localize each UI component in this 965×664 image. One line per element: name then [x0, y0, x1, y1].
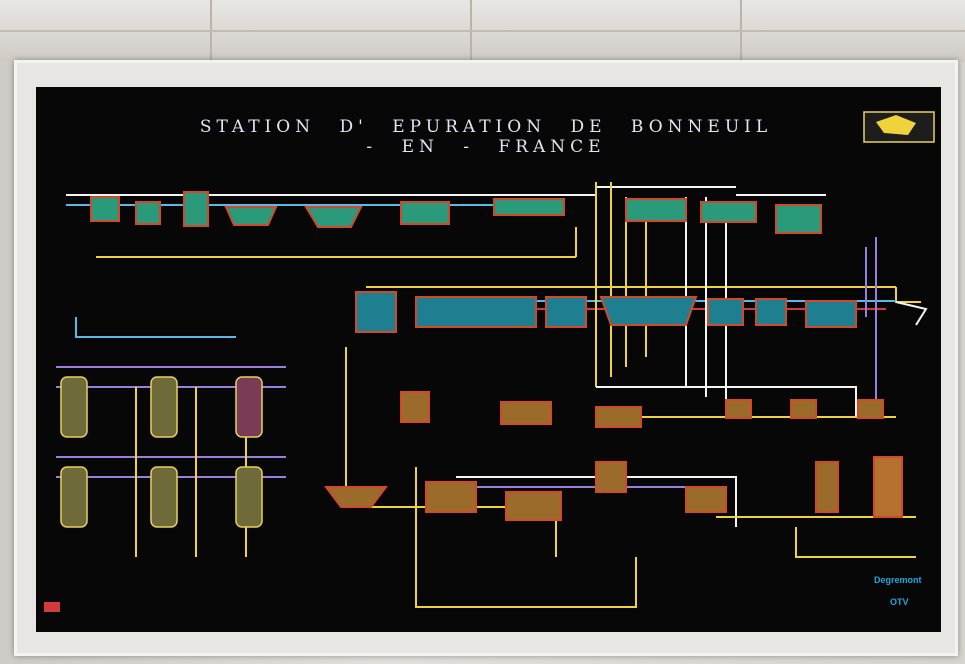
- scrubber-tower: [235, 466, 263, 528]
- left-blue-pipe: [75, 317, 236, 338]
- thickener: [324, 486, 388, 508]
- outlet-symbol: [895, 301, 928, 326]
- scrubber-tower: [235, 376, 263, 438]
- tank: [545, 296, 587, 328]
- tank: [135, 201, 161, 225]
- brand-logo-degremont: Degremont: [874, 575, 922, 585]
- violet-pipes: [865, 237, 877, 407]
- tank: [595, 461, 627, 493]
- silo: [873, 456, 903, 518]
- scrubber-tower: [150, 466, 178, 528]
- tank: [755, 298, 787, 326]
- settling-tank: [304, 206, 363, 228]
- yellow-return-pipe: [345, 347, 557, 557]
- white-right-pipe: [596, 386, 857, 417]
- clarifier: [599, 296, 698, 326]
- tank: [90, 196, 120, 222]
- silo: [815, 461, 839, 513]
- logo-icon: [44, 602, 60, 612]
- tank: [775, 204, 822, 234]
- tank: [595, 406, 642, 428]
- brand-logo-otv: OTV: [890, 597, 909, 607]
- tank: [707, 298, 744, 326]
- process-synoptic-board: STATION D' EPURATION DE BONNEUIL - EN - …: [36, 87, 941, 632]
- tank: [857, 399, 884, 419]
- scrubber-tower: [60, 466, 88, 528]
- dewatering-pipes: [716, 516, 916, 558]
- settling-tank: [224, 206, 278, 226]
- yellow-sludge-pipe: [96, 227, 577, 258]
- white-lower-pipe: [456, 476, 737, 527]
- map-badge: [863, 111, 935, 143]
- tank: [400, 391, 430, 423]
- tank: [625, 198, 687, 222]
- ceiling: [0, 0, 965, 62]
- vertical-pipes-a: [595, 182, 647, 387]
- tank: [493, 198, 565, 216]
- tank: [400, 201, 450, 225]
- scrubber-tower: [150, 376, 178, 438]
- tank: [500, 401, 552, 425]
- map-region-icon: [876, 115, 916, 135]
- yellow-lower-loop: [415, 467, 637, 608]
- press: [685, 486, 727, 513]
- tank: [725, 399, 752, 419]
- digester: [425, 481, 477, 513]
- digester: [505, 491, 562, 521]
- scrubber-tower: [60, 376, 88, 438]
- tank: [355, 291, 397, 333]
- tank: [700, 201, 757, 223]
- board-title: STATION D' EPURATION DE BONNEUIL - EN - …: [199, 117, 773, 157]
- tank: [183, 191, 209, 227]
- tank: [790, 399, 817, 419]
- main-flow-pipe: [66, 186, 826, 196]
- ceiling-seam: [0, 30, 965, 32]
- aeration-basin: [415, 296, 537, 328]
- tank: [805, 300, 857, 328]
- process-diagram: [44, 111, 935, 612]
